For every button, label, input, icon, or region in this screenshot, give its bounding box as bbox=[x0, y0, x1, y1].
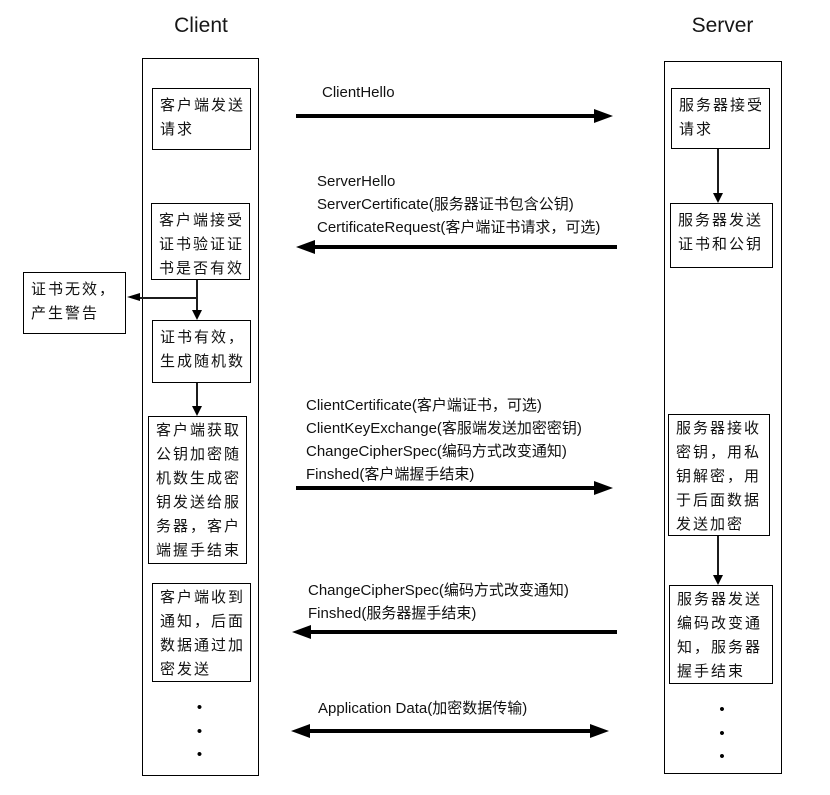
down-arrow-icon bbox=[192, 406, 202, 416]
server-flow-line-2 bbox=[717, 536, 719, 576]
left-arrow-icon bbox=[292, 625, 311, 639]
message-label-applicationdata: Application Data(加密数据传输) bbox=[318, 700, 528, 717]
warning-branch-line bbox=[139, 297, 197, 299]
right-arrow-icon bbox=[594, 109, 613, 123]
down-arrow-icon bbox=[192, 310, 202, 320]
client-flow-line-2 bbox=[196, 383, 198, 407]
server-column-title: Server bbox=[691, 14, 754, 37]
left-arrow-icon bbox=[296, 240, 315, 254]
right-arrow-icon bbox=[590, 724, 609, 738]
server-step-decrypt-key: 服务器接收 密钥，用私 钥解密，用 于后面数据 发送加密 bbox=[668, 414, 770, 536]
warning-box: 证书无效， 产生警告 bbox=[23, 272, 126, 334]
server-step-change-cipher: 服务器发送 编码改变通 知，服务器 握手结束 bbox=[669, 585, 773, 684]
client-step-cert-valid: 证书有效， 生成随机数 bbox=[152, 320, 251, 383]
arrow-clienthello bbox=[296, 114, 595, 118]
left-arrow-icon bbox=[291, 724, 310, 738]
left-arrow-icon bbox=[127, 293, 140, 301]
message-label-changecipherspec: ChangeCipherSpec(编码方式改变通知) Finshed(服务器握手… bbox=[308, 582, 569, 622]
server-flow-line-1 bbox=[717, 149, 719, 194]
down-arrow-icon bbox=[713, 575, 723, 585]
server-step-send-cert: 服务器发送 证书和公钥 bbox=[670, 203, 773, 268]
arrow-serverhello bbox=[314, 245, 617, 249]
client-step-verify-cert: 客户端接受 证书验证证 书是否有效 bbox=[151, 203, 250, 280]
client-column-title: Client bbox=[174, 14, 228, 37]
message-label-clientcertificate: ClientCertificate(客户端证书，可选) ClientKeyExc… bbox=[306, 397, 582, 483]
client-step-receive-notice: 客户端收到 通知，后面 数据通过加 密发送 bbox=[152, 583, 251, 682]
message-label-serverhello: ServerHello ServerCertificate(服务器证书包含公钥)… bbox=[317, 173, 601, 236]
client-step-encrypt-key: 客户端获取 公钥加密随 机数生成密 钥发送给服 务器，客户 端握手结束 bbox=[148, 416, 247, 564]
client-step-send-request: 客户端发送 请求 bbox=[152, 88, 251, 150]
arrow-changecipherspec bbox=[310, 630, 617, 634]
server-ellipsis-dots: • • • bbox=[719, 701, 725, 765]
down-arrow-icon bbox=[713, 193, 723, 203]
client-flow-line-1 bbox=[196, 280, 198, 312]
right-arrow-icon bbox=[594, 481, 613, 495]
client-ellipsis-dots: • • • bbox=[196, 699, 203, 763]
message-label-clienthello: ClientHello bbox=[322, 84, 395, 101]
arrow-clientcertificate bbox=[296, 486, 595, 490]
server-step-accept-request: 服务器接受 请求 bbox=[671, 88, 770, 149]
arrow-applicationdata bbox=[309, 729, 591, 733]
